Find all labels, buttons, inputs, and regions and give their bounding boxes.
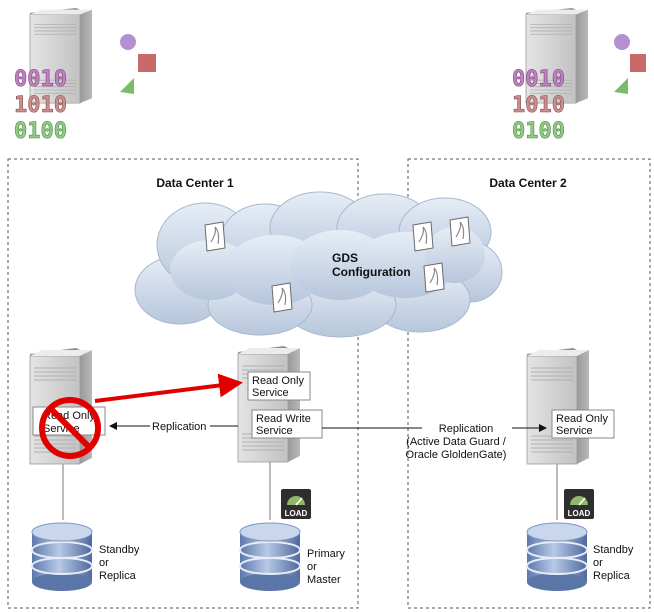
red-cube-icon [138, 54, 156, 72]
dc1-primary-readonly-service-box: Read Only Service [247, 371, 311, 401]
dc1-primary-readwrite-service-box: Read Write Service [251, 409, 323, 439]
data-center-1-title: Data Center 1 [156, 176, 234, 190]
dc2-standby-service-box: Read Only Service [551, 409, 615, 439]
green-triangle-icon [614, 78, 628, 94]
dc1-load-label: LOAD [285, 509, 308, 518]
dc2-standby-database-label: Standby or Replica [593, 544, 634, 582]
svg-text:Standby: Standby [593, 544, 634, 556]
binary-data-right-icon: 0010 1010 0100 [512, 67, 566, 145]
svg-text:Replica: Replica [99, 570, 137, 582]
dc1-primary-service1-line2: Service [252, 387, 289, 399]
failover-arrow [94, 373, 243, 403]
gds-doc-icon [412, 221, 434, 252]
dc1-primary-database-label: Primary or Master [307, 548, 345, 586]
green-triangle-icon [120, 78, 134, 94]
dc1-primary-service2-line2: Service [256, 425, 293, 437]
purple-oval-icon [120, 34, 136, 50]
gds-cloud [134, 191, 503, 338]
dc1-load-badge-icon: LOAD [280, 488, 312, 520]
replication-left-label: Replication [152, 421, 206, 433]
binary-row-3: 0100 [512, 119, 565, 144]
svg-text:or: or [593, 557, 603, 569]
binary-data-left-icon: 0010 1010 0100 [14, 67, 68, 145]
svg-text:Replica: Replica [593, 570, 631, 582]
gds-doc-icon [423, 262, 445, 293]
dc1-primary-database-icon [239, 522, 301, 592]
replication-right-line3: Oracle GloldenGate) [406, 449, 507, 461]
data-center-1-boundary [7, 158, 359, 609]
failed-service-icon [39, 397, 101, 459]
dc1-standby-database-icon [31, 522, 93, 592]
gds-doc-icon [271, 282, 293, 313]
application-server-right-icon [525, 7, 646, 104]
gds-doc-icon [204, 221, 226, 252]
dc1-primary-service2-line1: Read Write [256, 413, 311, 425]
replication-right-line1: Replication [439, 423, 493, 435]
data-center-2-boundary [407, 158, 651, 609]
dc2-standby-service-line2: Service [556, 425, 593, 437]
svg-text:or: or [99, 557, 109, 569]
svg-text:or: or [307, 561, 317, 573]
application-server-left-icon [29, 7, 156, 104]
dc2-standby-server-icon [526, 347, 590, 465]
dc2-load-label: LOAD [568, 509, 591, 518]
dc2-standby-database-icon [526, 522, 588, 592]
dc1-primary-server-icon [237, 345, 301, 463]
binary-row-2: 1010 [512, 93, 565, 118]
red-cube-icon [630, 54, 646, 72]
svg-text:Master: Master [307, 574, 341, 586]
replication-right-line2: (Active Data Guard / [406, 436, 507, 448]
binary-row-3: 0100 [14, 119, 67, 144]
data-center-2-title: Data Center 2 [489, 176, 567, 190]
cloud-label-line2: Configuration [332, 265, 411, 279]
dc1-primary-service1-line1: Read Only [252, 375, 304, 387]
binary-row-2: 1010 [14, 93, 67, 118]
purple-oval-icon [614, 34, 630, 50]
svg-text:Standby: Standby [99, 544, 140, 556]
gds-doc-icon [449, 216, 471, 247]
cloud-label-line1: GDS [332, 251, 358, 265]
binary-row-1: 0010 [14, 67, 67, 92]
binary-row-1: 0010 [512, 67, 565, 92]
dc2-load-badge-icon: LOAD [563, 488, 595, 520]
svg-text:Primary: Primary [307, 548, 345, 560]
dc1-standby-database-label: Standby or Replica [99, 544, 140, 582]
dc2-standby-service-line1: Read Only [556, 413, 608, 425]
